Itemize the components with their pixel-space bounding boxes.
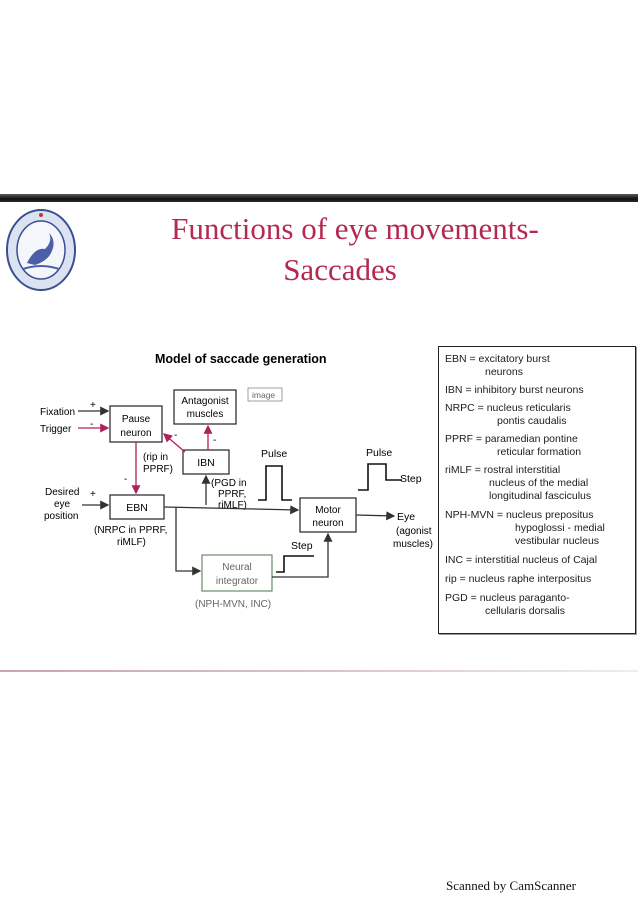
legend-rimlf: riMLF = rostral interstitial — [445, 464, 561, 476]
image-tag-label: image — [252, 390, 275, 400]
image-tag — [247, 387, 283, 402]
desired-label-2: eye — [54, 499, 71, 510]
desired-label-3: position — [44, 511, 78, 522]
antagonist-label-1: Antagonist — [181, 396, 228, 407]
legend-nph-mvn-cont-1: hypoglossi - medial — [515, 522, 605, 534]
ibn-antagonist-sign: - — [213, 435, 216, 446]
legend-nrpc: NRPC = nucleus reticularis — [445, 402, 571, 414]
motor-to-eye-arrow — [355, 511, 396, 521]
antagonist-muscles-box — [173, 389, 237, 425]
step-label-mid: Step — [291, 540, 313, 552]
slide-title-line-2: Saccades — [283, 252, 397, 287]
legend-ebn-cont: neurons — [485, 366, 523, 378]
ebn-box — [109, 494, 165, 520]
legend-pgd: PGD = nucleus paraganto- — [445, 592, 570, 604]
slide-title-line-1: Functions of eye movements- — [171, 211, 539, 246]
pause-to-ebn-sign: - — [124, 474, 127, 485]
step-label-out: Step — [400, 473, 422, 485]
legend-ibn: IBN = inhibitory burst neurons — [445, 384, 584, 396]
fixation-label: Fixation — [40, 407, 75, 418]
saccade-model-diagram: Model of saccade generation image Fixati… — [40, 352, 433, 610]
legend-nph-mvn: NPH-MVN = nucleus prepositus — [445, 509, 594, 521]
agonist-label-2: muscles) — [393, 539, 433, 550]
ibn-pause-sign: - — [174, 430, 177, 441]
ebn-label: EBN — [126, 502, 148, 514]
desired-label-1: Desired — [45, 487, 79, 498]
legend-rimlf-cont-2: longitudinal fasciculus — [489, 490, 592, 502]
abbreviation-legend: EBN = excitatory burst neurons IBN = inh… — [438, 346, 636, 634]
neural-integrator-label-1: Neural — [222, 562, 251, 573]
legend-nph-mvn-cont-2: vestibular nucleus — [515, 535, 600, 547]
motor-neuron-label-2: neuron — [312, 518, 343, 529]
slide-top-bar — [0, 194, 638, 202]
slide-shadow-line — [0, 670, 638, 672]
motor-neuron-box — [299, 497, 357, 533]
pause-neuron-label-2: neuron — [120, 428, 151, 439]
neural-integrator-note: (NPH-MVN, INC) — [195, 599, 271, 610]
legend-rip: rip = nucleus raphe interpositus — [445, 573, 592, 585]
rip-note-1: (rip in — [143, 452, 168, 463]
fixation-sign: + — [90, 400, 96, 411]
pgd-note-3: riMLF) — [218, 500, 247, 511]
diagram-heading: Model of saccade generation — [155, 352, 327, 366]
desired-sign: + — [90, 489, 96, 500]
legend-rimlf-cont-1: nucleus of the medial — [489, 477, 589, 489]
pulse-label-2: Pulse — [366, 447, 392, 459]
ebn-note-1: (NRPC in PPRF, — [94, 525, 167, 536]
legend-inc: INC = interstitial nucleus of Cajal — [445, 554, 598, 566]
ebn-to-motor-arrow — [163, 505, 300, 515]
pulse-signal-1 — [258, 465, 292, 501]
ebn-to-integrator-arrow — [175, 507, 202, 576]
legend-pgd-cont: cellularis dorsalis — [485, 605, 565, 617]
integrator-to-motor-arrow — [272, 532, 333, 578]
trigger-label: Trigger — [40, 424, 72, 435]
ibn-label: IBN — [197, 457, 215, 469]
neural-integrator-box — [201, 554, 273, 592]
antagonist-label-2: muscles — [187, 409, 224, 420]
legend-ebn: EBN = excitatory burst — [445, 353, 550, 365]
legend-nrpc-cont: pontis caudalis — [497, 415, 567, 427]
agonist-label-1: (agonist — [396, 526, 432, 537]
legend-pprf: PPRF = paramedian pontine — [445, 433, 578, 445]
pulse-label-1: Pulse — [261, 448, 287, 460]
step-signal-mid — [276, 555, 314, 573]
ibn-box — [182, 449, 230, 475]
motor-neuron-label-1: Motor — [315, 505, 341, 516]
rip-note-2: PPRF) — [143, 464, 173, 475]
eye-label: Eye — [397, 511, 415, 523]
ibn-to-pause-arrow — [163, 433, 186, 453]
pause-neuron-label-1: Pause — [122, 414, 151, 425]
scanner-footer: Scanned by CamScanner — [446, 878, 576, 893]
pulse-step-signal — [358, 463, 402, 491]
institute-logo-icon — [6, 209, 76, 291]
trigger-sign: - — [90, 419, 93, 430]
pgd-note-1: (PGD in — [211, 478, 247, 489]
pgd-note-2: PPRF, — [218, 489, 246, 500]
neural-integrator-label-2: integrator — [216, 576, 259, 587]
legend-pprf-cont: reticular formation — [497, 446, 582, 458]
ebn-note-2: riMLF) — [117, 537, 146, 548]
